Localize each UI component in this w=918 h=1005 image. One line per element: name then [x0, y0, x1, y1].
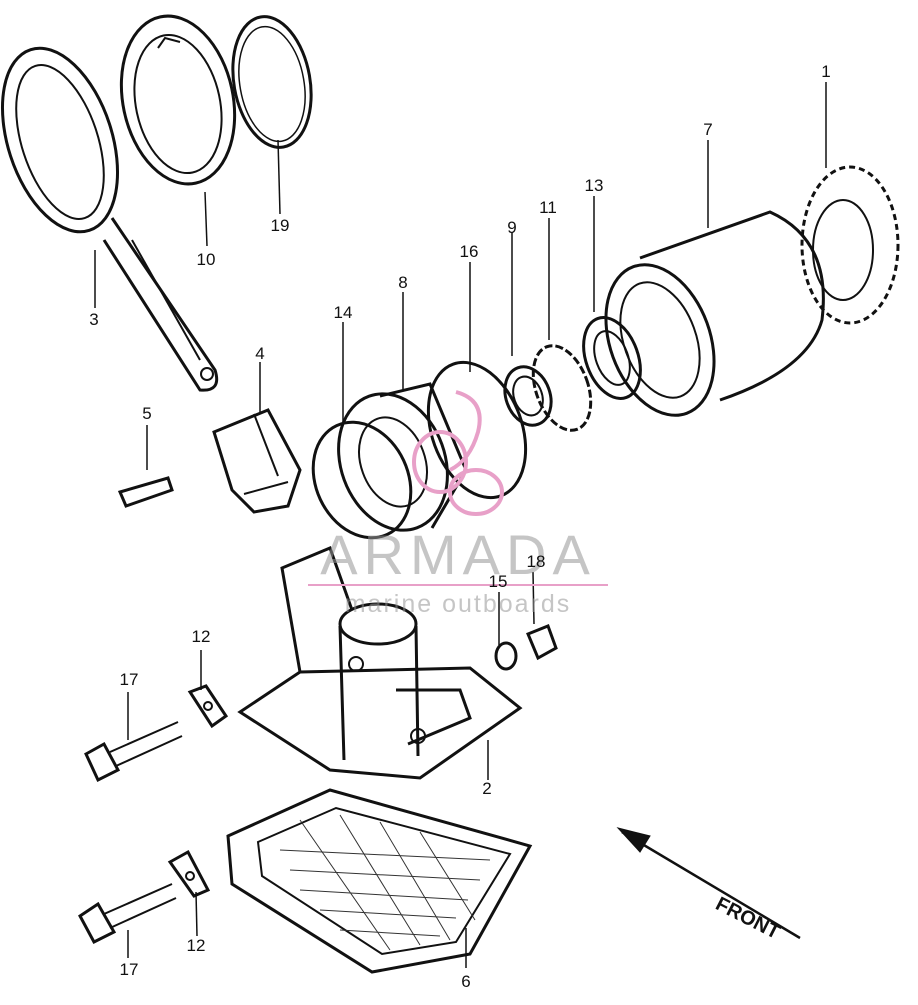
front-arrow-icon	[616, 827, 801, 940]
callout-1: 1	[821, 62, 831, 81]
part-12-clip-upper	[187, 684, 229, 729]
callout-6: 6	[461, 972, 471, 991]
callout-2: 2	[482, 779, 492, 798]
callout-9: 9	[507, 218, 517, 237]
part-17-bolt-lower	[78, 883, 177, 944]
part-9-nut	[503, 365, 553, 427]
part-3-holder	[0, 46, 219, 392]
callout-14: 14	[333, 303, 353, 322]
part-12-clip-lower	[167, 849, 211, 898]
callout-4: 4	[255, 344, 265, 363]
leader-lines	[94, 82, 827, 968]
part-8-bearing-housing	[337, 382, 468, 532]
part-2-bracket	[237, 546, 523, 780]
callout-8: 8	[398, 273, 408, 292]
part-4-bushing	[212, 408, 302, 514]
part-11-lock-washer	[531, 344, 593, 432]
callout-12-upper: 12	[191, 627, 211, 646]
callout-11: 11	[539, 198, 557, 217]
part-17-bolt-upper	[84, 721, 183, 783]
part-5-pin	[117, 476, 174, 508]
callout-12-lower: 12	[186, 936, 206, 955]
part-6-screen-pan	[226, 788, 533, 974]
watermark-subtitle: marine outboards	[344, 590, 572, 618]
callout-5: 5	[142, 404, 152, 423]
part-1-gear	[800, 165, 900, 325]
callout-18: 18	[526, 552, 546, 571]
callout-19: 19	[270, 216, 290, 235]
callout-13: 13	[584, 176, 604, 195]
callout-7: 7	[703, 120, 713, 139]
callout-3: 3	[89, 310, 99, 329]
watermark-logo-icon	[412, 390, 504, 516]
watermark-title: ARMADA	[320, 523, 596, 586]
part-15-small-o-ring	[494, 641, 518, 671]
part-19-snap-ring	[231, 15, 313, 149]
callout-17-upper: 17	[119, 670, 139, 689]
part-10-ring	[119, 14, 237, 186]
callout-17-lower: 17	[119, 960, 139, 979]
callout-10: 10	[196, 250, 216, 269]
callout-16: 16	[459, 242, 479, 261]
part-18-collar	[526, 624, 558, 661]
callout-15: 15	[488, 572, 508, 591]
part-14-o-ring	[311, 420, 413, 540]
part-13-washer	[582, 316, 642, 400]
